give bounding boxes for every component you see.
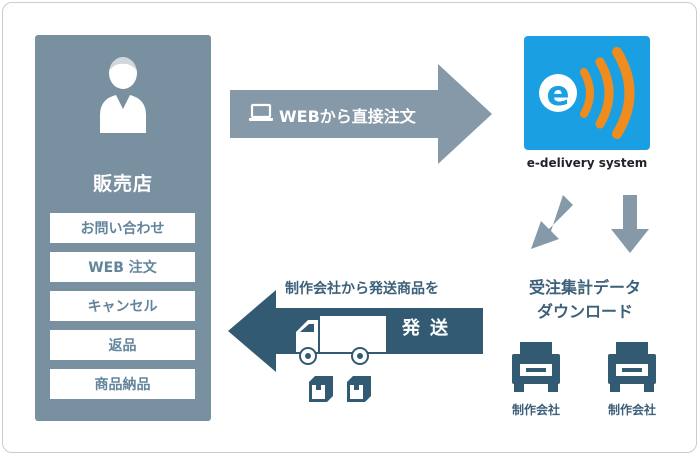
laptop-icon	[249, 103, 273, 121]
fax-machine-icon	[512, 342, 560, 392]
producer-label-2: 制作会社	[607, 403, 656, 417]
store-item-cancel: キャンセル	[50, 291, 195, 321]
store-item-web-order: WEB 注文	[50, 252, 195, 282]
store-panel: 販売店 お問い合わせ WEB 注文 キャンセル 返品 商品納品	[35, 35, 211, 421]
aggregate-line-2: ダウンロード	[536, 302, 633, 321]
store-title: 販売店	[92, 173, 153, 195]
producer-label-1: 制作会社	[511, 403, 560, 417]
aggregate-data-download: 受注集計データ ダウンロード	[500, 276, 670, 324]
store-item-inquiry: お問い合わせ	[50, 213, 195, 243]
system-name: e-delivery system	[526, 156, 648, 170]
aggregate-line-1: 受注集計データ	[528, 278, 641, 297]
fax-machine-icon	[608, 342, 656, 392]
logo-letter: e	[546, 74, 569, 114]
person-icon	[100, 57, 146, 133]
download-arrows-icon	[531, 195, 649, 253]
package-box-icon	[309, 376, 333, 402]
package-box-icon	[347, 376, 371, 402]
web-order-label: WEBから直接注文	[279, 107, 416, 126]
shipping-action: 発送	[402, 318, 458, 339]
store-item-return: 返品	[50, 330, 195, 360]
store-item-delivery: 商品納品	[50, 369, 195, 399]
truck-icon	[296, 316, 386, 365]
shipping-caption: 制作会社から発送商品を	[285, 281, 439, 297]
web-order-arrow	[230, 64, 492, 164]
e-delivery-logo-icon: e	[524, 36, 650, 150]
